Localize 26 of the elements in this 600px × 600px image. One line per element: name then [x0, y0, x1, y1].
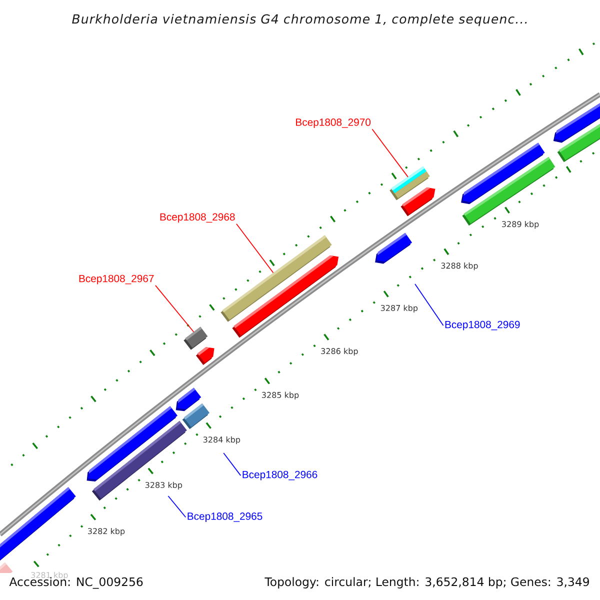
- tick-label: 3286 kbp: [321, 348, 358, 356]
- leader-line: [414, 284, 444, 326]
- gene-label: Bcep1808_2966: [242, 470, 318, 480]
- title: Burkholderia vietnamiensis G4 chromosome 1, complete sequenc...: [72, 14, 527, 26]
- leader-line: [372, 128, 408, 178]
- gene-bar: [184, 326, 208, 350]
- gene-label: Bcep1808_2967: [79, 274, 154, 284]
- leader-line: [155, 285, 194, 332]
- leader-line: [236, 223, 274, 274]
- leader-line: [168, 496, 186, 518]
- gene-label: Bcep1808_2970: [296, 118, 371, 128]
- gene-bar: [220, 235, 332, 322]
- gene-label: Bcep1808_2968: [160, 213, 235, 223]
- tick-label: 3285 kbp: [262, 392, 299, 400]
- tick-label: 3282 kbp: [88, 528, 125, 536]
- tick-label: 3284 kbp: [203, 436, 240, 444]
- gene-bar: [390, 166, 430, 200]
- tick-label: 3289 kbp: [502, 220, 539, 229]
- tick-label: 3288 kbp: [441, 262, 478, 270]
- gene-label: Bcep1808_2965: [188, 512, 262, 522]
- gene-label: Bcep1808_2969: [445, 320, 520, 330]
- footer-text: Topology: circular; Length: 3,652,814 bp; Genes: 3,349: [264, 577, 589, 588]
- tick-label: 3287 kbp: [380, 304, 418, 313]
- leader-line: [223, 452, 242, 476]
- tick-label: 3283 kbp: [145, 482, 182, 490]
- footer-text: Accession: NC_009256: [9, 577, 143, 589]
